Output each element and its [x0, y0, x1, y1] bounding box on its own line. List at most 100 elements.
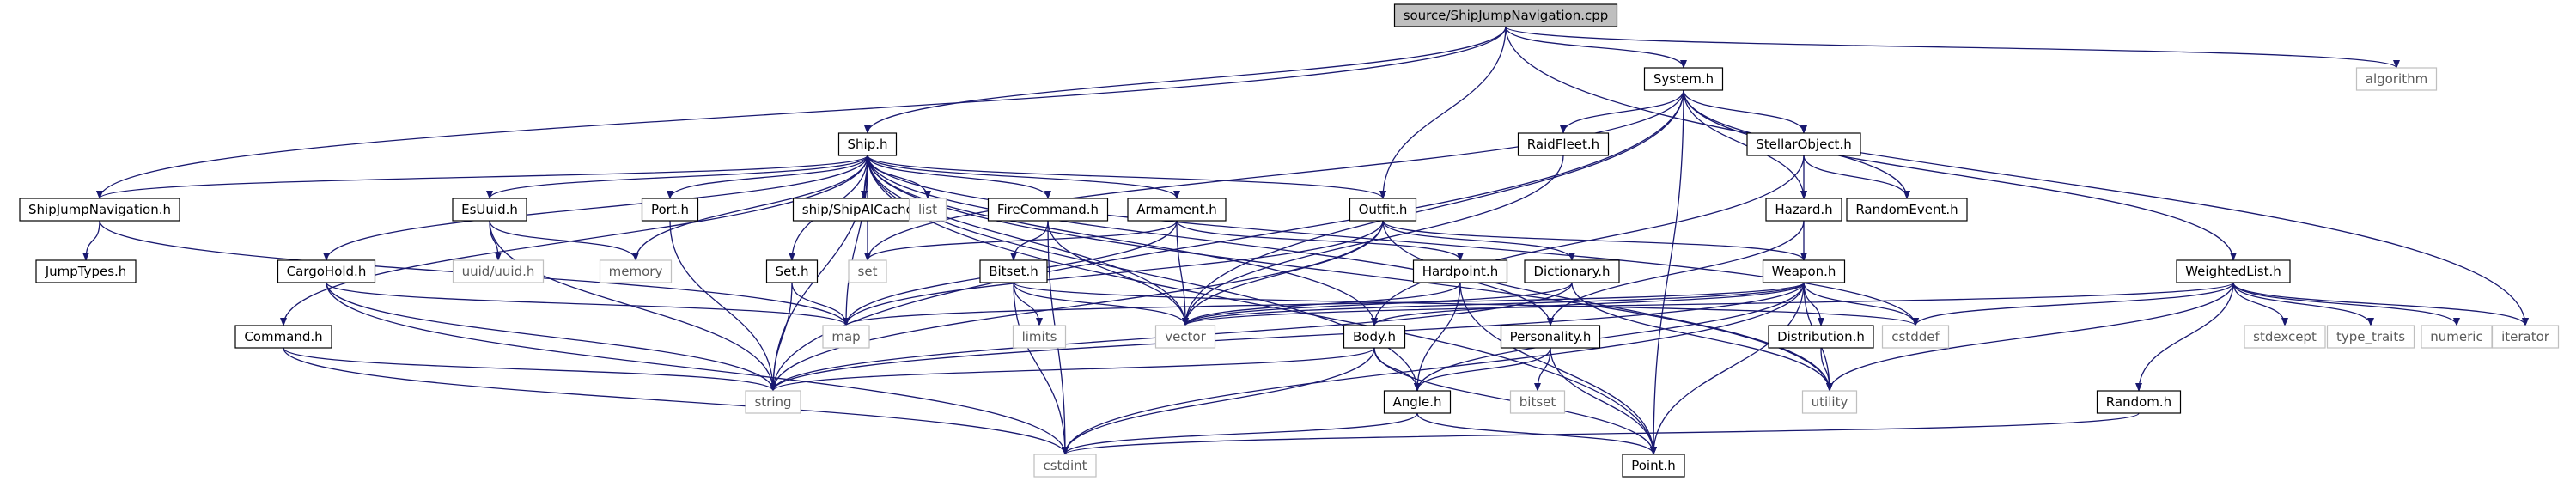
node-jumptypes[interactable]: JumpTypes.h	[35, 259, 137, 283]
node-box	[745, 390, 801, 414]
node-box	[19, 198, 180, 222]
node-point[interactable]: Point.h	[1622, 454, 1685, 478]
node-cstdint[interactable]: cstdint	[1033, 454, 1097, 478]
node-vector[interactable]: vector	[1154, 325, 1216, 349]
node-firecommand[interactable]: FireCommand.h	[987, 198, 1109, 222]
node-box	[848, 259, 887, 283]
node-sjn[interactable]: ShipJumpNavigation.h	[19, 198, 180, 222]
node-map[interactable]: map	[822, 325, 870, 349]
node-distribution[interactable]: Distribution.h	[1768, 325, 1874, 349]
node-box	[641, 198, 699, 222]
edge-command-to-cstdint	[283, 347, 1069, 455]
node-box	[1127, 198, 1227, 222]
node-utility[interactable]: utility	[1801, 390, 1858, 414]
node-box	[987, 198, 1109, 222]
edge-ship-to-personality	[867, 155, 1554, 326]
node-label: Angle.h	[1393, 394, 1442, 410]
node-angle[interactable]: Angle.h	[1383, 390, 1452, 414]
edge-stellar-to-body	[1371, 155, 1805, 326]
node-personality[interactable]: Personality.h	[1500, 325, 1601, 349]
node-label: Ship.h	[848, 137, 888, 152]
node-command[interactable]: Command.h	[234, 325, 332, 349]
node-box	[979, 259, 1048, 283]
node-stdexcept[interactable]: stdexcept	[2244, 325, 2326, 349]
node-cargohold[interactable]: CargoHold.h	[277, 259, 376, 283]
edge-weapon-to-cstdint	[1062, 282, 1805, 455]
node-box	[765, 259, 819, 283]
node-label: iterator	[2501, 329, 2550, 344]
edge-weightedlist-to-stdexcept	[2232, 282, 2288, 326]
node-bitseth[interactable]: Bitset.h	[979, 259, 1048, 283]
node-random[interactable]: Random.h	[2096, 390, 2182, 414]
node-port[interactable]: Port.h	[641, 198, 699, 222]
node-box	[1343, 325, 1406, 349]
edge-esuuid-to-memory	[489, 220, 639, 261]
node-seth[interactable]: Set.h	[765, 259, 819, 283]
node-uuid[interactable]: uuid/uuid.h	[452, 259, 545, 283]
node-label: cstdint	[1043, 458, 1087, 473]
node-box	[2491, 325, 2560, 349]
edge-system-to-vector	[1182, 89, 1684, 326]
node-root[interactable]: source/ShipJumpNavigation.cpp	[1393, 3, 1618, 27]
node-memory[interactable]: memory	[599, 259, 673, 283]
edge-system-to-hazard	[1683, 89, 1807, 199]
node-label: cstddef	[1891, 329, 1940, 344]
edge-ship-to-esuuid	[486, 155, 868, 199]
node-armament[interactable]: Armament.h	[1127, 198, 1227, 222]
node-dictionary[interactable]: Dictionary.h	[1524, 259, 1620, 283]
node-label: WeightedList.h	[2185, 264, 2281, 279]
node-box	[1622, 454, 1685, 478]
node-system[interactable]: System.h	[1643, 67, 1724, 91]
node-raidfleet[interactable]: RaidFleet.h	[1517, 132, 1610, 156]
node-cstddef[interactable]: cstddef	[1881, 325, 1950, 349]
node-label: list	[918, 202, 937, 217]
node-numeric[interactable]: numeric	[2421, 325, 2493, 349]
node-label: bitset	[1519, 394, 1556, 410]
node-box	[1412, 259, 1508, 283]
edge-system-to-raidfleet	[1560, 89, 1684, 134]
node-label: Outfit.h	[1359, 202, 1408, 217]
node-set[interactable]: set	[848, 259, 887, 283]
edge-outfit-to-vector	[1182, 220, 1384, 326]
node-outfit[interactable]: Outfit.h	[1349, 198, 1417, 222]
node-box	[1393, 3, 1618, 27]
node-string[interactable]: string	[745, 390, 801, 414]
edge-weightedlist-to-typetraits	[2232, 282, 2374, 326]
node-bitset[interactable]: bitset	[1509, 390, 1566, 414]
node-randomevent[interactable]: RandomEvent.h	[1846, 198, 1968, 222]
edge-system-to-point	[1650, 89, 1684, 455]
edge-ship-to-armament	[867, 155, 1180, 199]
node-ship[interactable]: Ship.h	[837, 132, 898, 156]
edge-root-to-outfit	[1379, 26, 1507, 199]
node-algorithm[interactable]: algorithm	[2355, 67, 2438, 91]
node-limits[interactable]: limits	[1012, 325, 1067, 349]
node-typetraits[interactable]: type_traits	[2326, 325, 2415, 349]
node-weightedlist[interactable]: WeightedList.h	[2176, 259, 2291, 283]
edge-outfit-to-string	[770, 220, 1384, 392]
edge-hardpoint-to-angle	[1414, 282, 1461, 392]
edge-ship-to-command	[280, 155, 868, 326]
edge-system-to-stellar	[1683, 89, 1807, 134]
node-label: FireCommand.h	[997, 202, 1099, 217]
edge-bitseth-to-cstdint	[1013, 282, 1069, 455]
node-label: Hazard.h	[1775, 202, 1832, 217]
node-hardpoint[interactable]: Hardpoint.h	[1412, 259, 1508, 283]
edge-armament-to-vector	[1176, 220, 1189, 326]
node-hazard[interactable]: Hazard.h	[1765, 198, 1842, 222]
node-weapon[interactable]: Weapon.h	[1762, 259, 1846, 283]
edge-stellar-to-randomevent	[1803, 155, 1910, 199]
node-stellar[interactable]: StellarObject.h	[1746, 132, 1861, 156]
node-esuuid[interactable]: EsUuid.h	[452, 198, 527, 222]
node-box	[1383, 390, 1452, 414]
node-box	[1768, 325, 1874, 349]
node-box	[822, 325, 870, 349]
node-iterator[interactable]: iterator	[2491, 325, 2560, 349]
node-list[interactable]: list	[908, 198, 947, 222]
node-body[interactable]: Body.h	[1343, 325, 1406, 349]
node-label: Bitset.h	[989, 264, 1038, 279]
node-label: utility	[1812, 394, 1848, 410]
edge-cargohold-to-cstdint	[326, 282, 1069, 455]
edge-random-to-cstdint	[1062, 412, 2140, 455]
edge-port-to-string	[669, 220, 776, 392]
